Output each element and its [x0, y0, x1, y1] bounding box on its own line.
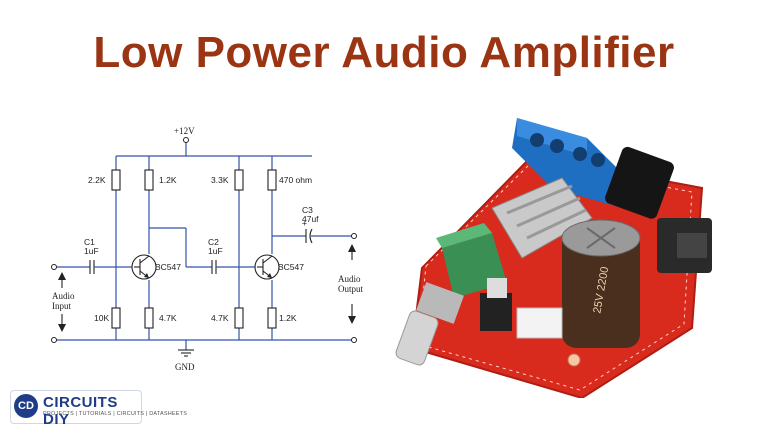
c3-value: 47uf — [302, 214, 319, 224]
resistor-bottom-4: 1.2K — [267, 307, 297, 329]
terminal-block — [512, 118, 627, 208]
svg-text:2.2K: 2.2K — [88, 175, 106, 185]
power-connector — [516, 307, 563, 339]
dc-jack — [605, 146, 674, 219]
volume-knob — [395, 310, 439, 366]
circuits-diy-logo: CD CIRCUITS DIY PROJECTS | TUTORIALS | C… — [10, 390, 187, 428]
svg-text:BC547: BC547 — [278, 262, 304, 272]
c2-label: C2 — [208, 237, 219, 247]
switch — [480, 293, 512, 331]
ground-label: GND — [175, 362, 195, 372]
logo-tagline: PROJECTS | TUTORIALS | CIRCUITS | DATASH… — [43, 411, 188, 417]
heatsink — [491, 177, 593, 259]
svg-text:4.7K: 4.7K — [159, 313, 177, 323]
c2-value: 1uF — [208, 246, 223, 256]
c1-label: C1 — [84, 237, 95, 247]
page-title: Low Power Audio Amplifier — [93, 28, 675, 77]
resistor-top-4: 470 ohm — [267, 169, 312, 191]
resistor-top-1: 2.2K — [88, 169, 121, 191]
svg-text:3.3K: 3.3K — [211, 175, 229, 185]
amplifier-schematic: +12V GND 2.2K 1.2K 3.3K 470 ohm 10K 4.7K… — [51, 126, 364, 372]
svg-text:4.7K: 4.7K — [211, 313, 229, 323]
transistor-q2: BC547 — [254, 254, 304, 280]
c3-label: C3 — [302, 205, 313, 215]
resistor-top-2: 1.2K — [144, 169, 177, 191]
resistor-bottom-3: 4.7K — [211, 307, 244, 329]
resistor-bottom-2: 4.7K — [144, 307, 177, 329]
svg-text:BC547: BC547 — [155, 262, 181, 272]
supply-label: +12V — [174, 126, 195, 136]
amplifier-board-photo: 25V 2200 — [395, 118, 712, 398]
svg-text:470 ohm: 470 ohm — [279, 175, 312, 185]
output-label-2: Output — [338, 284, 364, 294]
resistor-bottom-1: 10K — [94, 307, 121, 329]
logo-mark: CD — [14, 394, 38, 418]
output-label-1: Audio — [338, 274, 361, 284]
logo-name: CIRCUITS DIY — [43, 394, 118, 428]
resistor-top-3: 3.3K — [211, 169, 244, 191]
transistor-q1: BC547 — [131, 254, 181, 280]
electrolytic-capacitor: 25V 2200 — [561, 219, 641, 348]
c1-value: 1uF — [84, 246, 99, 256]
input-label-2: Input — [52, 301, 71, 311]
led — [567, 353, 581, 367]
svg-text:1.2K: 1.2K — [279, 313, 297, 323]
svg-text:10K: 10K — [94, 313, 109, 323]
input-label-1: Audio — [52, 291, 75, 301]
svg-text:+: + — [302, 218, 307, 228]
svg-text:1.2K: 1.2K — [159, 175, 177, 185]
column-wires — [115, 156, 273, 340]
